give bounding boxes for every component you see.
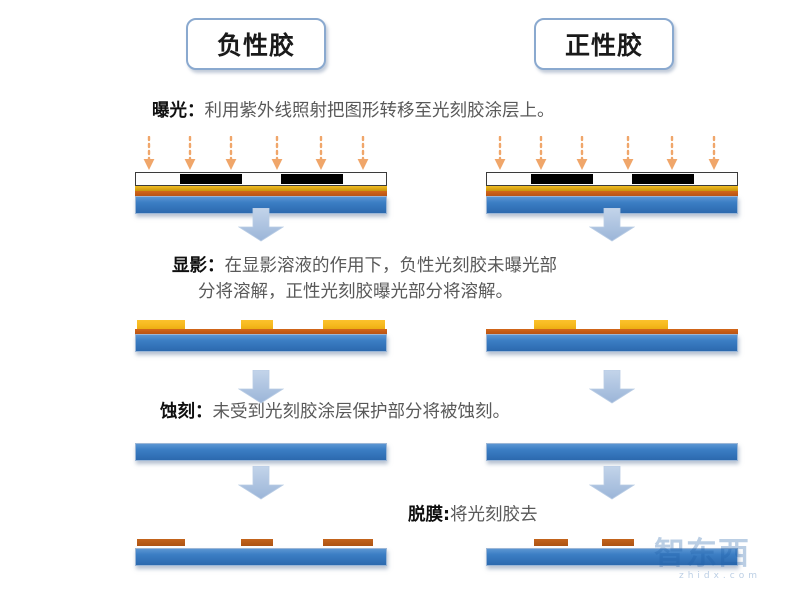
remaining-oxide-pattern-positive	[486, 539, 738, 548]
caption-exposure: 曝光：利用紫外线照射把图形转移至光刻胶涂层上。	[152, 98, 555, 124]
caption-development: 显影：在显影溶液的作用下，负性光刻胶未曝光部 分将溶解，正性光刻胶曝光部分将溶解…	[172, 253, 557, 305]
header-box-positive-resist: 正性胶	[534, 18, 674, 70]
remaining-oxide-pattern-negative	[135, 539, 387, 548]
caption-development-text-line2: 分将溶解，正性光刻胶曝光部分将溶解。	[198, 282, 513, 302]
connector-arrow-expose-to-develop-positive	[588, 207, 636, 242]
connector-arrow-etch-to-strip-negative	[237, 465, 285, 500]
oxide-block	[241, 539, 273, 546]
wafer-stack-stripping-positive	[486, 539, 738, 566]
oxide-block	[137, 539, 185, 546]
caption-stripping: 脱膜:将光刻胶去	[408, 502, 538, 528]
watermark-subtext: zhidx.com	[678, 571, 762, 581]
caption-exposure-text: 利用紫外线照射把图形转移至光刻胶涂层上。	[204, 101, 555, 121]
caption-development-label: 显影：	[172, 256, 225, 276]
wafer-stack-exposure-negative	[135, 172, 387, 214]
header-box-negative-resist: 负性胶	[186, 18, 326, 70]
header-label-positive-resist: 正性胶	[564, 31, 643, 60]
uv-arrow-group-positive	[486, 135, 738, 172]
developed-resist-pattern-negative	[135, 320, 387, 329]
uv-light-arrow-icon	[184, 135, 196, 172]
uv-light-arrow-icon	[271, 135, 283, 172]
uv-light-arrow-icon	[225, 135, 237, 172]
header-label-negative-resist: 负性胶	[216, 31, 295, 60]
uv-light-arrow-icon	[622, 135, 634, 172]
oxide-layer-development-negative	[135, 329, 387, 334]
wafer-stack-etching-negative	[135, 443, 387, 461]
uv-arrow-group-negative	[135, 135, 387, 172]
connector-arrow-expose-to-develop-negative	[237, 207, 285, 242]
down-arrow-icon	[588, 207, 636, 242]
uv-light-arrow-icon	[143, 135, 155, 172]
chrome-block	[632, 174, 694, 184]
chrome-block	[281, 174, 343, 184]
chrome-block	[180, 174, 242, 184]
down-arrow-icon	[237, 465, 285, 500]
connector-arrow-develop-to-etch-positive	[588, 369, 636, 404]
resist-block	[137, 320, 185, 329]
resist-block	[534, 320, 576, 329]
photoresist-layer-negative	[135, 186, 387, 191]
resist-block	[241, 320, 273, 329]
oxide-block	[323, 539, 373, 546]
resist-block	[620, 320, 668, 329]
uv-light-arrow-icon	[576, 135, 588, 172]
uv-light-arrow-icon	[535, 135, 547, 172]
caption-etching-label: 蚀刻：	[160, 402, 213, 422]
caption-stripping-label: 脱膜:	[408, 505, 450, 525]
caption-stripping-text: 将光刻胶去	[450, 505, 538, 525]
photoresist-layer-positive	[486, 186, 738, 191]
wafer-stack-etching-positive	[486, 443, 738, 461]
wafer-stack-stripping-negative	[135, 539, 387, 566]
oxide-layer-development-positive	[486, 329, 738, 334]
uv-light-arrow-icon	[315, 135, 327, 172]
connector-arrow-develop-to-etch-negative	[237, 369, 285, 404]
uv-light-arrow-icon	[708, 135, 720, 172]
down-arrow-icon	[237, 207, 285, 242]
substrate-layer-etching-positive	[486, 443, 738, 461]
oxide-block	[602, 539, 634, 546]
connector-arrow-etch-to-strip-positive	[588, 465, 636, 500]
uv-light-arrow-icon	[494, 135, 506, 172]
substrate-layer-stripping-positive	[486, 548, 738, 566]
down-arrow-icon	[237, 369, 285, 404]
down-arrow-icon	[588, 369, 636, 404]
uv-light-arrow-icon	[357, 135, 369, 172]
substrate-layer-development-positive	[486, 334, 738, 352]
substrate-layer-etching-negative	[135, 443, 387, 461]
photomask-layer-positive	[486, 172, 738, 186]
chrome-block	[531, 174, 593, 184]
wafer-stack-development-positive	[486, 320, 738, 352]
wafer-stack-development-negative	[135, 320, 387, 352]
caption-etching-text: 未受到光刻胶涂层保护部分将被蚀刻。	[212, 402, 511, 422]
substrate-layer-stripping-negative	[135, 548, 387, 566]
resist-block	[323, 320, 385, 329]
photomask-layer-negative	[135, 172, 387, 186]
uv-light-arrow-icon	[666, 135, 678, 172]
oxide-block	[534, 539, 568, 546]
caption-development-text: 在显影溶液的作用下，负性光刻胶未曝光部	[224, 256, 558, 276]
oxide-layer-positive	[486, 191, 738, 196]
developed-resist-pattern-positive	[486, 320, 738, 329]
substrate-layer-development-negative	[135, 334, 387, 352]
oxide-layer-negative	[135, 191, 387, 196]
caption-exposure-label: 曝光：	[152, 101, 205, 121]
down-arrow-icon	[588, 465, 636, 500]
caption-etching: 蚀刻：未受到光刻胶涂层保护部分将被蚀刻。	[160, 399, 510, 425]
